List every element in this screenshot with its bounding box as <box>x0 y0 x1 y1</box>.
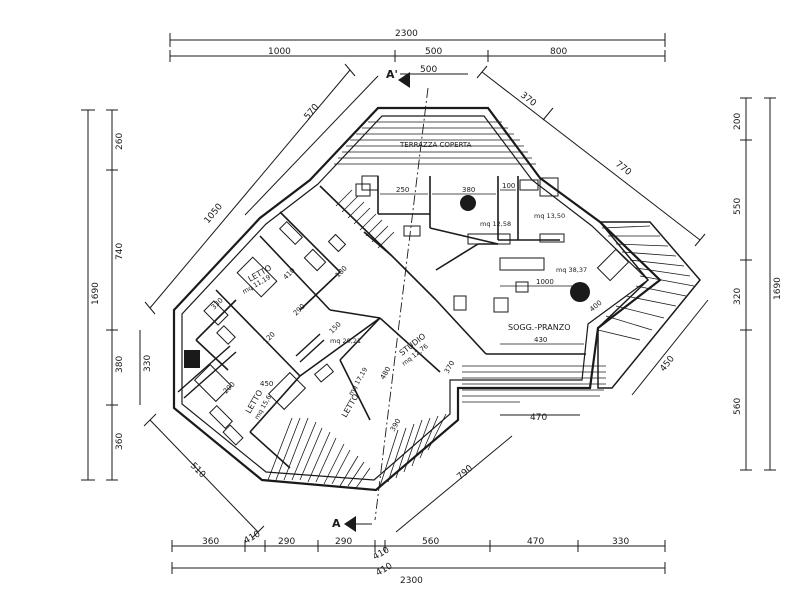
idim-400: 400 <box>588 299 603 314</box>
label-hall-area: mq 20,21 <box>330 337 361 345</box>
building-outline <box>172 106 662 492</box>
dim-right-2: 550 <box>733 198 743 215</box>
dim-top-overall: 2300 <box>395 29 418 39</box>
bathroom-fixtures <box>184 220 347 446</box>
dim-diag-lr: 790 <box>456 463 476 482</box>
idim-370: 370 <box>443 359 457 375</box>
label-living: SOGG.-PRANZO <box>508 323 571 332</box>
dim-right-4: 560 <box>733 398 743 415</box>
left-dimension-lines <box>81 109 141 481</box>
beds <box>193 256 307 411</box>
label-bedroom-2: LETTO <box>340 392 361 419</box>
dim-left-1: 260 <box>115 133 125 150</box>
idim-390: 390 <box>389 417 403 433</box>
dim-bottom-4: 290 <box>335 537 352 547</box>
dim-bottom-overall: 2300 <box>400 576 423 586</box>
dim-bottom-3: 290 <box>278 537 295 547</box>
wardrobes <box>177 333 325 399</box>
top-dimension-lines <box>169 33 666 75</box>
idim-480: 480 <box>379 365 393 381</box>
bottom-dimension-lines <box>171 540 666 574</box>
terrace-hatch-bottom-left <box>267 417 371 489</box>
idim-430: 430 <box>534 336 547 344</box>
dim-diag-ll: 510 <box>188 461 207 480</box>
interior-dimension-lines <box>380 189 584 345</box>
section-cut-line <box>374 87 429 521</box>
label-kitchen-area: mq 12,58 <box>480 220 511 228</box>
stairs <box>335 189 395 249</box>
section-marker-top: A' <box>386 68 410 88</box>
idim-200: 200 <box>222 380 237 395</box>
dim-left-2: 740 <box>115 243 125 260</box>
idim-250: 250 <box>396 186 409 194</box>
diagonal-dimension-lines <box>143 63 709 539</box>
dim-left-4: 360 <box>115 433 125 450</box>
terrace-hatch-bottom-center <box>379 413 447 487</box>
idim-100: 100 <box>502 182 515 190</box>
furniture-tables <box>313 195 590 383</box>
dim-bottom-extra: 410 <box>375 561 395 578</box>
kitchen-fixtures <box>355 175 630 282</box>
dim-right-3: 320 <box>733 288 743 305</box>
dim-bottom-6: 560 <box>422 537 439 547</box>
idim-410: 410 <box>282 266 297 281</box>
right-dimension-lines <box>740 97 776 471</box>
dim-left-3: 380 <box>115 356 125 373</box>
label-living-area: mq 38,37 <box>556 266 587 274</box>
dim-left-inner: 330 <box>143 355 153 372</box>
idim-380: 380 <box>462 186 475 194</box>
interior-walls <box>195 176 586 469</box>
dim-diag-ur: 370 <box>518 90 538 109</box>
dim-top-2: 500 <box>425 47 442 57</box>
dim-bottom-8: 330 <box>612 537 629 547</box>
terrace-hatch-right <box>597 225 695 341</box>
dim-left-overall: 1690 <box>91 282 101 305</box>
dim-top-1: 1000 <box>268 47 291 57</box>
terrace-hatch-bottom-right <box>462 365 606 403</box>
idim-450: 450 <box>260 380 273 388</box>
label-terrace-covered: TERRAZZA COPERTA <box>399 141 472 149</box>
label-bath-area: mq 13,50 <box>534 212 565 220</box>
dim-right-overall: 1690 <box>773 277 783 300</box>
dim-top-marker: 500 <box>420 65 437 75</box>
idim-150: 150 <box>328 320 343 335</box>
idim-180: 180 <box>334 264 349 279</box>
dim-bottom-1: 360 <box>202 537 219 547</box>
terrace-hatch-top <box>334 121 536 165</box>
section-marker-bottom: A <box>332 516 372 532</box>
dim-diag-r-450: 450 <box>658 354 677 374</box>
dim-bottom-7: 470 <box>527 537 544 547</box>
dim-diag-ul-inner: 570 <box>303 102 322 122</box>
dim-top-3: 800 <box>550 47 567 57</box>
dim-470: 470 <box>530 413 547 423</box>
section-label-bottom: A <box>332 517 341 530</box>
idim-120: 120 <box>262 330 277 345</box>
terrace-right-outline <box>597 221 701 389</box>
idim-1000: 1000 <box>536 278 554 286</box>
section-label-top: A' <box>386 68 398 81</box>
dim-right-1: 200 <box>733 113 743 130</box>
